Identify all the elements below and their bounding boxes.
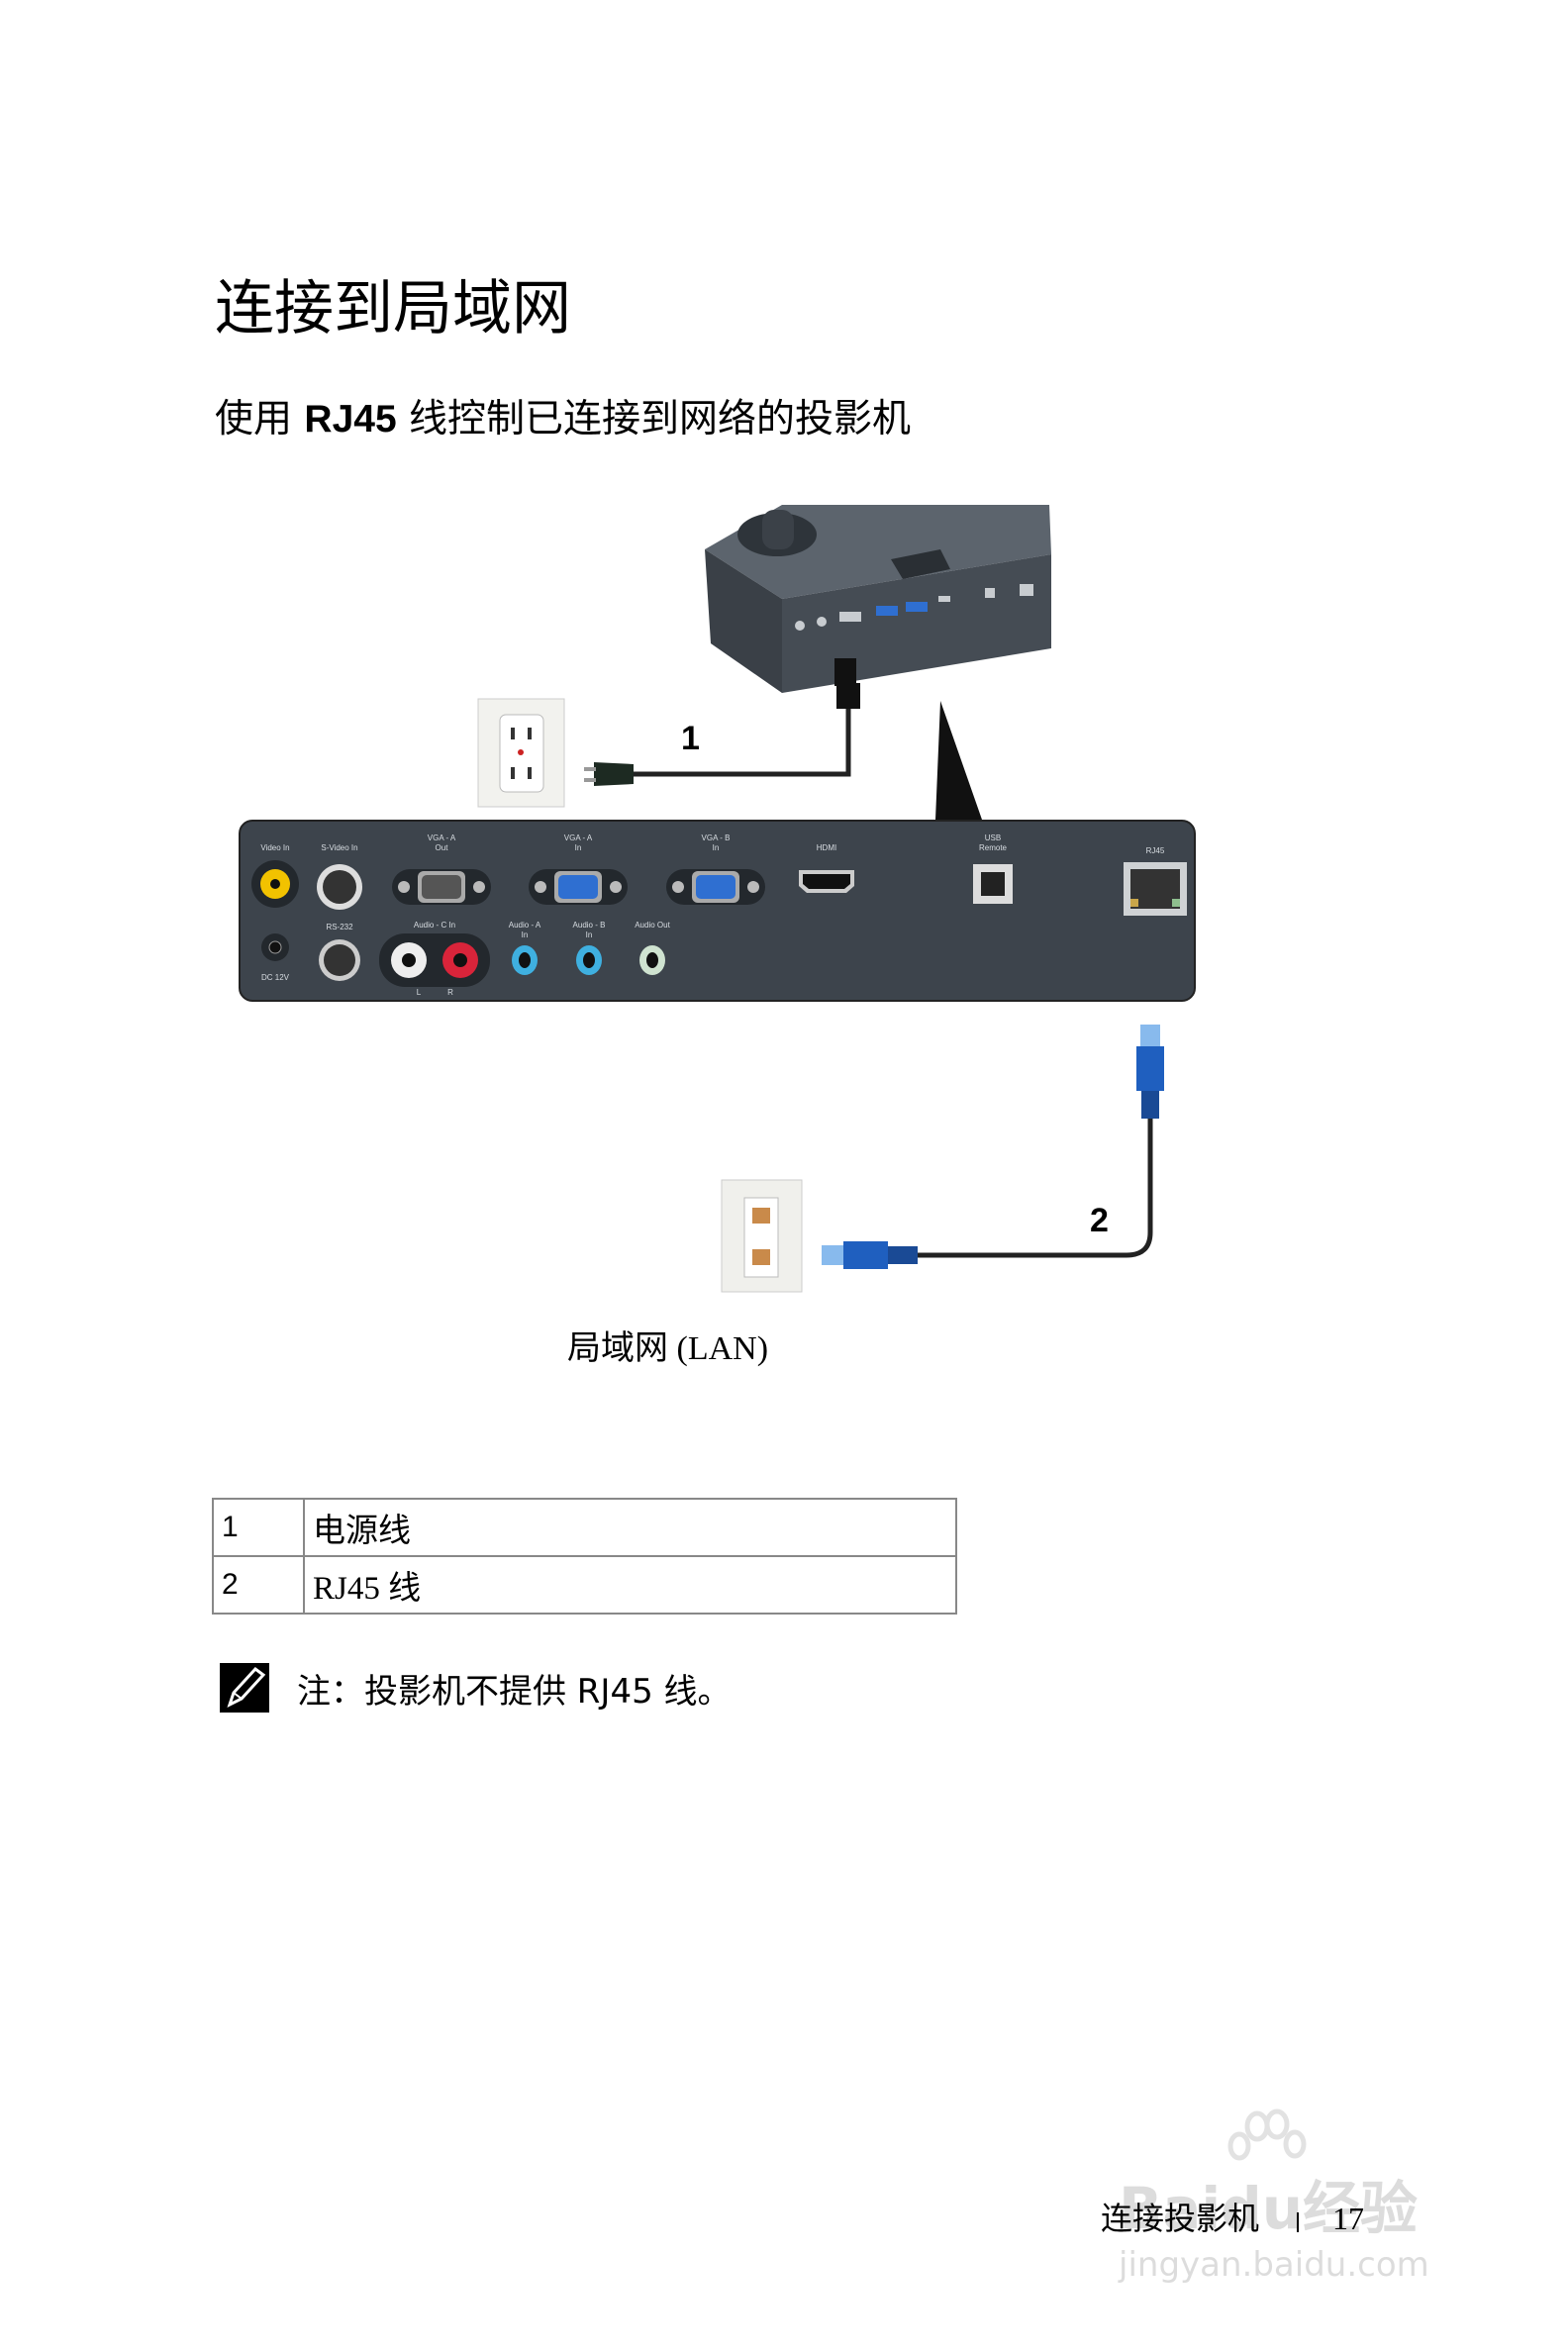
label-usb-remote: USB Remote	[978, 833, 1008, 852]
label-video-in: Video In	[260, 843, 290, 852]
video-in-port	[251, 860, 299, 908]
connection-diagram: 1 2 Video In S-Video In VGA - A Out VGA …	[239, 505, 1196, 1367]
label-left: L	[416, 988, 422, 997]
audio-b-in-port	[576, 945, 602, 975]
row-label: 电源线	[303, 1498, 957, 1557]
table-row: 2 RJ45 线	[212, 1555, 957, 1615]
section-subtitle: 使用 RJ45 线控制已连接到网络的投影机	[215, 396, 911, 443]
legend-table: 1 电源线 2 RJ45 线	[212, 1498, 957, 1615]
baidu-paw-logo-icon	[1227, 2108, 1307, 2161]
subtitle-suffix: 线控制已连接到网络的投影机	[396, 397, 912, 441]
audio-a-in-port	[512, 945, 538, 975]
label-s-video-in: S-Video In	[321, 843, 358, 852]
audio-out-port	[639, 945, 665, 975]
note: 注：投影机不提供 RJ45 线。	[220, 1663, 732, 1713]
usb-remote-port	[973, 864, 1013, 904]
label-audio-a-in: Audio - A In	[508, 921, 541, 939]
panel-pointer	[935, 701, 982, 820]
label-audio-c-in: Audio - C In	[413, 921, 456, 930]
label-vga-a-out: VGA - A Out	[427, 833, 456, 852]
row-number: 1	[212, 1498, 305, 1557]
callout-2: 2	[1090, 1202, 1109, 1239]
vga-a-in-port	[529, 869, 628, 905]
pencil-note-icon	[220, 1663, 269, 1713]
label-vga-a-in: VGA - A In	[563, 833, 593, 852]
footer-section: 连接投影机	[1101, 2200, 1260, 2237]
page-title: 连接到局域网	[215, 274, 571, 343]
row-number: 2	[212, 1555, 305, 1615]
watermark-brand: Baidu经验	[1119, 2175, 1419, 2242]
lan-caption: 局域网 (LAN)	[567, 1330, 769, 1367]
lan-wall-jack	[721, 1179, 803, 1293]
table-row: 1 电源线	[212, 1498, 957, 1557]
vga-a-out-port	[392, 869, 491, 905]
label-audio-b-in: Audio - B In	[572, 921, 606, 939]
watermark-url: jingyan.baidu.com	[1119, 2245, 1429, 2285]
s-video-port	[317, 864, 362, 910]
footer-divider	[1297, 2211, 1300, 2232]
page-number: 17	[1332, 2201, 1365, 2236]
projector-illustration	[705, 505, 1051, 693]
label-rs232: RS-232	[326, 923, 353, 931]
label-right: R	[447, 988, 453, 997]
hdmi-port	[799, 870, 854, 893]
rj45-cable	[822, 1025, 1164, 1269]
label-audio-out: Audio Out	[635, 921, 670, 930]
dc-12v-port	[261, 933, 289, 961]
label-rj45: RJ45	[1145, 846, 1165, 855]
wall-power-outlet	[477, 698, 565, 808]
row-label: RJ45 线	[303, 1555, 957, 1615]
note-text: 注：投影机不提供 RJ45 线。	[297, 1671, 732, 1712]
rj45-port	[1124, 862, 1187, 916]
callout-1: 1	[681, 720, 700, 757]
vga-b-in-port	[666, 869, 765, 905]
audio-c-in-port	[379, 933, 490, 987]
diagram-graphics	[477, 505, 1164, 1293]
label-vga-b-in: VGA - B In	[701, 833, 731, 852]
label-hdmi: HDMI	[816, 843, 837, 852]
baidu-watermark: Baidu经验 jingyan.baidu.com	[1119, 2108, 1475, 2285]
label-dc-12v: DC 12V	[260, 973, 290, 982]
page-footer: 连接投影机 17	[1101, 2194, 1364, 2239]
projector-rear-panel: Video In S-Video In VGA - A Out VGA - A …	[239, 820, 1196, 1002]
subtitle-prefix: 使用	[215, 397, 305, 441]
rs232-port	[319, 939, 360, 981]
subtitle-bold: RJ45	[304, 398, 397, 441]
power-cable	[584, 683, 860, 786]
